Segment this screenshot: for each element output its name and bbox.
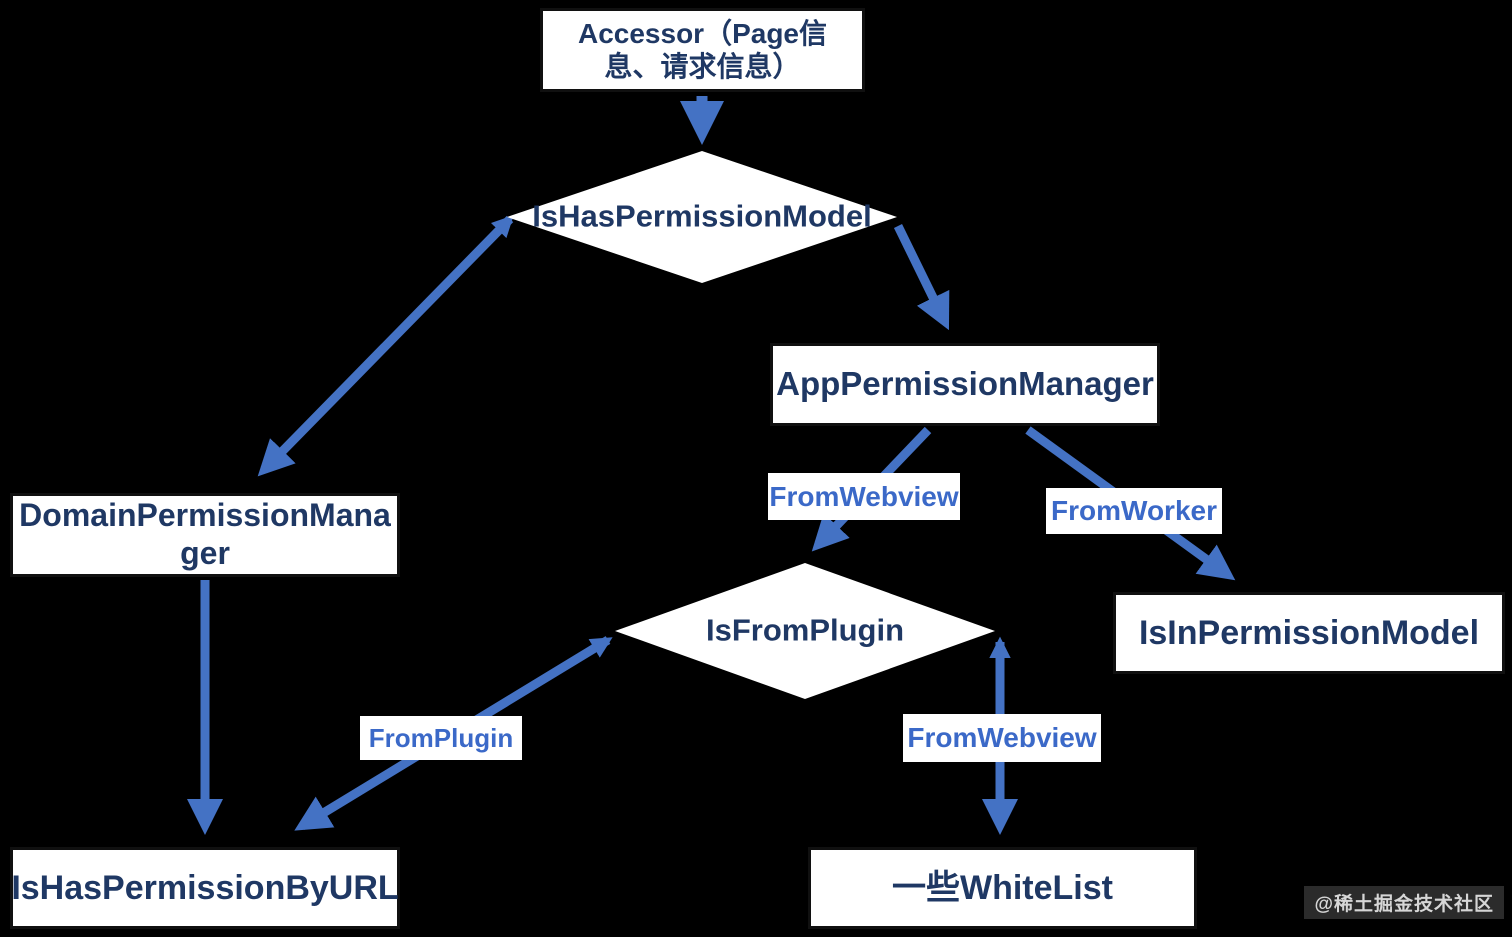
edge-label-from-webview-upper: FromWebview bbox=[768, 473, 960, 520]
node-is-has-permission-by-url: IsHasPermissionByURL bbox=[10, 847, 400, 929]
edge-ishaspermissionmodel-to-apppermissionmanager bbox=[893, 224, 950, 331]
edge-label-from-plugin: FromPlugin bbox=[360, 716, 522, 760]
node-is-in-permission-model: IsInPermissionModel bbox=[1113, 592, 1505, 674]
node-accessor: Accessor（Page信 息、请求信息） bbox=[540, 8, 865, 92]
decision-is-from-plugin: IsFromPlugin bbox=[615, 563, 995, 699]
decision-label: IsFromPlugin bbox=[705, 612, 905, 648]
watermark: @稀土掘金技术社区 bbox=[1304, 886, 1504, 919]
node-app-permission-manager: AppPermissionManager bbox=[770, 343, 1160, 426]
edge-label-from-worker: FromWorker bbox=[1046, 488, 1222, 534]
node-domain-permission-manager: DomainPermissionMana ger bbox=[10, 493, 400, 577]
edge-ishaspermissionmodel-to-domainpermissionmanager bbox=[257, 215, 514, 477]
node-some-whitelist: 一些WhiteList bbox=[808, 847, 1197, 929]
decision-is-has-permission-model: IsHasPermissionModel bbox=[507, 151, 897, 283]
edge-label-from-webview-lower: FromWebview bbox=[903, 714, 1101, 762]
decision-label: IsHasPermissionModel bbox=[532, 198, 872, 234]
